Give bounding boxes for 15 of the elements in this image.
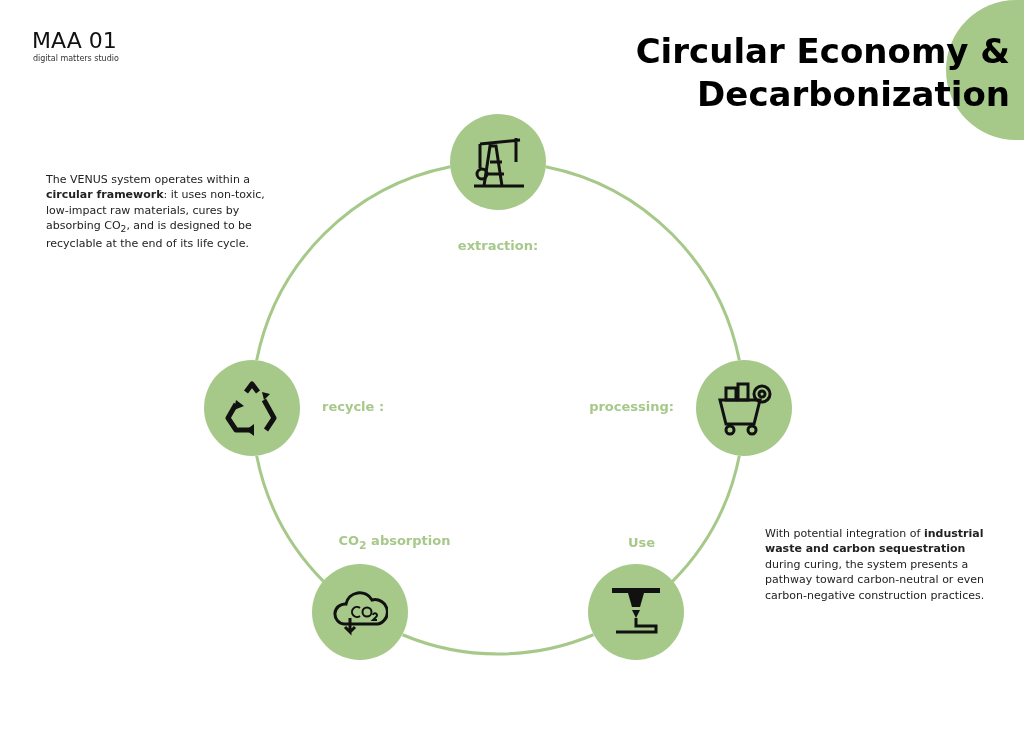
description-paragraph: With potential integration of industrial waste and carbon sequestration during curing, the system presents a pathway toward carbon-neutral or even carbon-negative construction practices.: [765, 526, 986, 603]
stage-label: recycle :: [322, 399, 385, 414]
connector-arc: [545, 165, 741, 361]
stage-label: processing:: [589, 399, 674, 414]
program-code: MAA 01: [32, 28, 117, 53]
connector-arc: [255, 165, 451, 361]
stage-label: Use: [627, 534, 657, 550]
stage-label: extraction:: [456, 238, 540, 253]
connector-arc: [671, 455, 741, 583]
stage-label: CO$_{2}$ absorption: [337, 532, 452, 552]
subtitle: digital matters studio: [33, 54, 119, 63]
description-paragraph: The VENUS system operates within a circular framework: it uses non-toxic, low-impact raw materials, cures by absorbing CO$_{2}$, and is designed to be recyclable at the end of its life cycle.: [46, 172, 266, 252]
connector-arc: [402, 633, 594, 656]
connector-arc: [255, 455, 325, 583]
title: Circular Economy & Decarbonization: [634, 30, 1010, 115]
